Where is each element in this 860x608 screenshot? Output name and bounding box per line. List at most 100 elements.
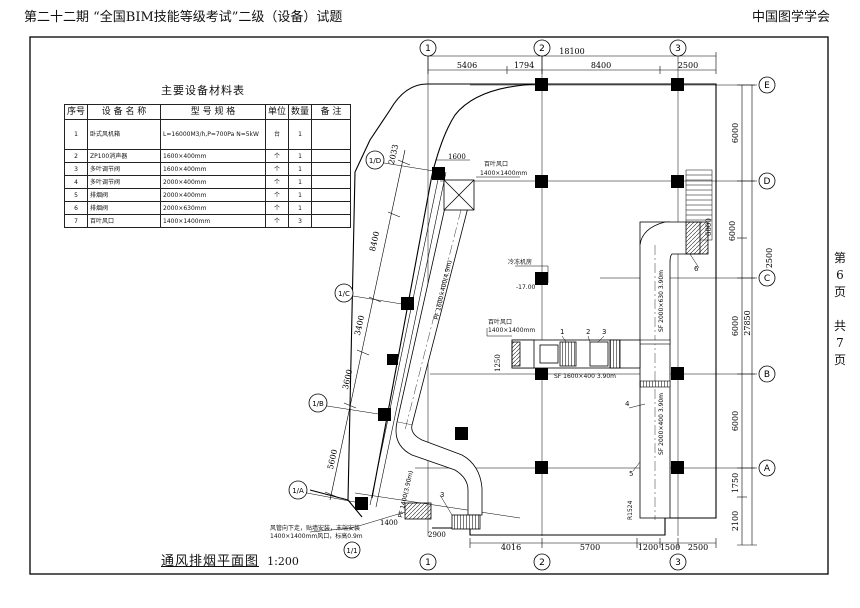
equip-num-4: 4 (625, 400, 630, 408)
dim-bot-3: 1200 (638, 543, 658, 552)
supply-duct-horizontal (511, 339, 641, 369)
louver-top-size: 1400×1400mm (480, 170, 527, 177)
dim-ob-5: 5600 (326, 449, 339, 471)
axis-grid (354, 56, 755, 536)
table-cell: 3 (63, 162, 89, 176)
duct-label-vert-lower: SF 2000×400 3.90m (658, 393, 665, 455)
table-row: 2 ZP100消声器 1600×400mm 个 1 (63, 149, 352, 163)
dim-right-bot: 2100 (731, 511, 740, 531)
axis-col-3-bottom: 3 (675, 558, 681, 568)
plan-title-text: 通风排烟平面图 (161, 554, 260, 569)
radius-label: R1524 (627, 500, 634, 520)
table-row: 7 百叶风口 1400×1400mm 个 3 (63, 214, 352, 228)
table-cell: 台 (265, 119, 290, 150)
duct-label-horizontal: SF 1600×400 3.90m (554, 373, 616, 380)
note-line-1: 风管向下走，贴墙安装，末端安装 (270, 524, 360, 532)
axis-col-1-top: 1 (425, 44, 431, 54)
louver-top-label: 百叶风口 (484, 160, 508, 168)
page-indicator-char: 页 (833, 353, 846, 367)
table-cell: 1400×1400mm (160, 214, 267, 228)
table-cell (311, 149, 352, 163)
dim-right-v: 6000 (705, 218, 713, 236)
duct-tee-joint (639, 339, 671, 345)
table-cell: 2000×630mm (160, 201, 267, 215)
damper-4 (639, 380, 671, 388)
dim-ob-4: 3600 (341, 369, 354, 391)
right-dims (737, 84, 757, 546)
table-cell: 1 (288, 162, 313, 176)
dim-top-2: 1794 (514, 61, 534, 70)
dim-right-a: 1750 (731, 473, 740, 493)
column-axis-bubbles-bottom (343, 541, 687, 571)
plan-title: 通风排烟平面图 1:200 (161, 550, 299, 569)
table-cell: 百叶风口 (87, 214, 162, 228)
page-indicator: 第 6 页 共 7 页 (829, 250, 851, 369)
table-cell: 排烟阀 (87, 201, 162, 215)
stair (685, 169, 713, 241)
dim-right-total: 27850 (743, 310, 752, 335)
table-cell (311, 119, 352, 150)
table-cell: 多叶调节阀 (87, 162, 162, 176)
equip-num-2: 2 (586, 328, 590, 336)
axis-col-2-top: 2 (539, 44, 545, 54)
dim-bot-5: 2500 (688, 543, 708, 552)
louver-left-size: 1400×1400mm (488, 327, 535, 334)
column-axis-bubbles-top (419, 39, 687, 57)
sheet-frame (29, 36, 829, 575)
row-axis-bubbles (758, 76, 776, 477)
table-cell (311, 162, 352, 176)
table-row: 5 排烟阀 2000×400mm 个 1 (63, 188, 352, 202)
table-cell: 1 (288, 149, 313, 163)
structural-columns (355, 78, 684, 510)
axis-oblique-1-d: 1/D (369, 157, 381, 165)
dim-right-ba: 6000 (731, 411, 740, 431)
table-cell: 个 (265, 162, 290, 176)
table-cell: 个 (265, 149, 290, 163)
note-line-2: 1400×1400mm风口，标高0.9m (270, 532, 363, 540)
equipment-table: 序号 设 备 名 称 型 号 规 格 单位 数量 备 注 1 卧式风机箱 L=1… (63, 104, 352, 228)
page-indicator-char: 页 (833, 285, 846, 299)
sheet-header-title: 第二十二期 “全国BIM技能等级考试”二级（设备）试题 (24, 10, 343, 25)
table-cell: 1 (288, 201, 313, 215)
bottom-dims (469, 538, 717, 548)
dim-right-dc: 6000 (728, 221, 737, 241)
table-header-row: 序号 设 备 名 称 型 号 规 格 单位 数量 备 注 (63, 104, 352, 120)
leaders (309, 159, 700, 533)
table-cell: 个 (265, 188, 290, 202)
oblique-axis-bubbles (288, 150, 385, 500)
axis-row-c: C (764, 274, 770, 284)
dim-top-total: 18100 (559, 47, 584, 56)
table-row: 4 多叶调节阀 2000×400mm 个 1 (63, 175, 352, 189)
oblique-axis-leaders (306, 162, 441, 504)
oblique-walls (369, 169, 447, 508)
elevation-label: -17.00 (516, 284, 536, 291)
table-cell: 5 (63, 188, 89, 202)
equip-num-3: 3 (602, 328, 606, 336)
axis-col-2-bottom: 2 (539, 558, 545, 568)
dim-ob-3: 3400 (353, 315, 366, 337)
plan-scale: 1:200 (267, 555, 299, 568)
table-cell (311, 175, 352, 189)
table-cell: 2000×400mm (160, 188, 267, 202)
page-indicator-gap (829, 301, 851, 318)
col-header: 数量 (288, 104, 313, 120)
table-cell (311, 214, 352, 228)
axis-col-3-top: 3 (675, 44, 681, 54)
table-cell: 4 (63, 175, 89, 189)
dim-top-3: 8400 (591, 61, 611, 70)
dim-right-ed: 6000 (731, 123, 740, 143)
table-cell: 1600×400mm (160, 162, 267, 176)
dim-bot-4: 1500 (660, 543, 680, 552)
dim-bl-1: 2900 (428, 531, 446, 539)
table-cell: 个 (265, 175, 290, 189)
table-row: 3 多叶调节阀 1600×400mm 个 1 (63, 162, 352, 176)
dim-ob-2: 8400 (368, 231, 381, 253)
table-title: 主要设备材料表 (161, 84, 245, 97)
dim-bot-1: 4016 (501, 543, 521, 552)
table-cell: 多叶调节阀 (87, 175, 162, 189)
equip-num-1: 1 (560, 328, 564, 336)
louver-left-label: 百叶风口 (488, 318, 512, 326)
col-header: 单位 (265, 104, 290, 120)
axis-row-a: A (764, 464, 771, 474)
page-indicator-char: 6 (836, 268, 844, 282)
